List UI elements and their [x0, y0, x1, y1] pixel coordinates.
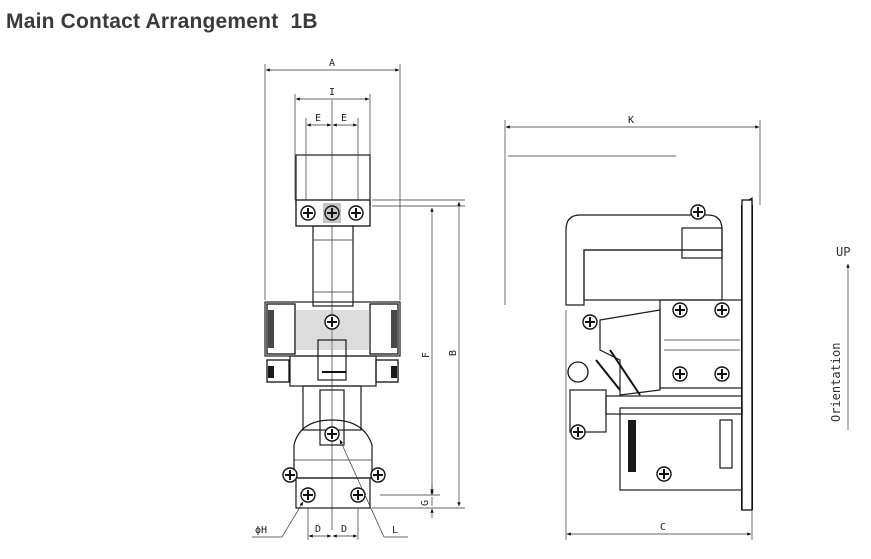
orientation-indicator: UP Orientation: [829, 245, 850, 430]
dim-A: A: [265, 58, 400, 72]
dim-F: F: [421, 207, 434, 494]
dim-G: G: [420, 485, 434, 518]
dim-label-I: I: [329, 87, 335, 98]
dim-label-B: B: [448, 350, 459, 356]
dim-label-A: A: [329, 58, 335, 69]
side-view: K: [504, 115, 761, 540]
dim-I: I: [295, 87, 370, 101]
orientation-label: Orientation: [829, 343, 843, 422]
dim-label-K: K: [628, 115, 634, 126]
dim-E: E E: [306, 113, 358, 127]
dim-label-D-right: D: [341, 524, 347, 535]
dim-label-E-right: E: [341, 113, 347, 124]
dim-label-D-left: D: [315, 524, 321, 535]
dim-label-F: F: [421, 352, 432, 358]
dim-B: B: [448, 201, 461, 507]
front-view: A I E E: [252, 58, 465, 540]
page-title: Main Contact Arrangement 1B: [6, 10, 318, 33]
orientation-up-label: UP: [836, 245, 850, 259]
dim-label-H: ϕH: [255, 525, 267, 536]
dim-label-C: C: [660, 522, 666, 533]
dim-K: K: [505, 115, 760, 129]
dim-D: D D: [308, 524, 358, 538]
dim-C: C: [566, 522, 752, 536]
dim-label-L: L: [392, 525, 398, 536]
dim-L: L: [339, 439, 408, 538]
dim-label-G: G: [420, 500, 431, 506]
dim-H: ϕH: [252, 501, 304, 538]
dim-label-E-left: E: [315, 113, 321, 124]
